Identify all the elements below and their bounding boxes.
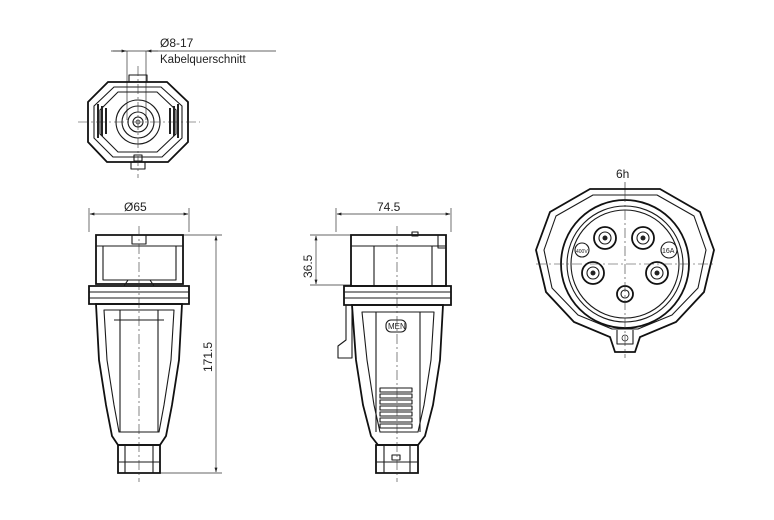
face-view: 6h <box>535 167 716 358</box>
front-width-label: Ø65 <box>124 200 147 214</box>
top-view: Ø8-17 Kabelquerschnitt <box>78 36 276 178</box>
front-view: Ø65 171.5 <box>88 200 222 482</box>
current-marking: 16A <box>662 248 675 255</box>
cable-cross-section-label: Kabelquerschnitt <box>160 54 246 66</box>
side-grip-ribs <box>379 387 413 429</box>
face-pin-bottom-right <box>645 261 669 285</box>
side-view: 74.5 36.5 MEN <box>301 200 452 482</box>
side-width-label: 74.5 <box>377 200 401 214</box>
clock-position-label: 6h <box>616 167 629 181</box>
side-height-label: 36.5 <box>301 254 315 278</box>
side-height-dimension: 36.5 <box>301 234 351 286</box>
front-height-dimension: 171.5 <box>160 234 222 474</box>
cable-diameter-label: Ø8-17 <box>160 36 194 50</box>
front-height-label: 171.5 <box>201 342 215 372</box>
face-pin-bottom-left <box>581 261 605 285</box>
voltage-marking: 400V <box>576 249 588 255</box>
cable-diameter-dimension: Ø8-17 Kabelquerschnitt <box>111 36 276 120</box>
face-pin-top-right <box>631 226 655 250</box>
side-logo-text: MEN <box>388 322 406 331</box>
front-width-dimension: Ø65 <box>88 200 190 232</box>
face-pin-top-left <box>593 226 617 250</box>
side-width-dimension: 74.5 <box>335 200 452 232</box>
